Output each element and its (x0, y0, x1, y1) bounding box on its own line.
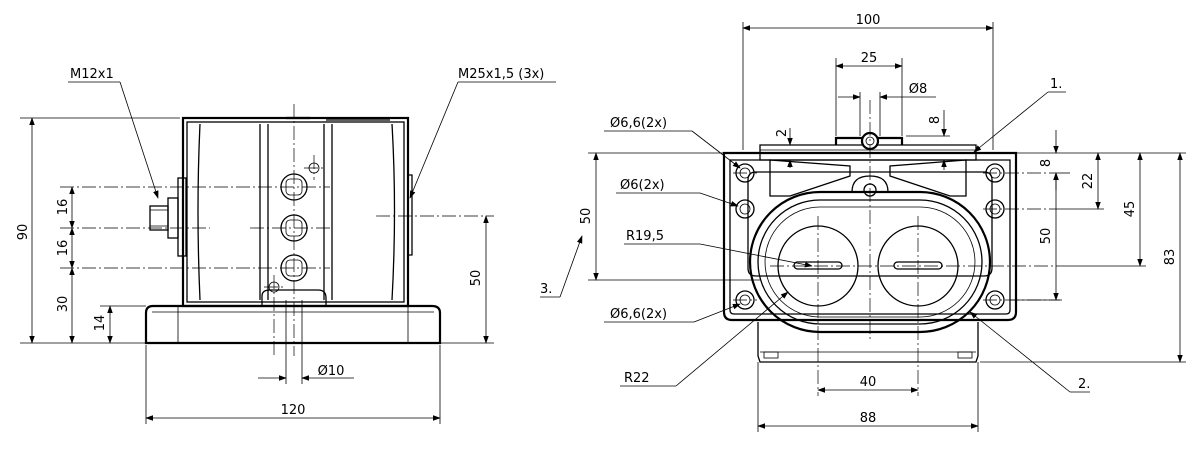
label-hole-6: Ø6(2x) (620, 178, 665, 193)
callout-2: 2. (1078, 377, 1090, 392)
dim-50-side: 50 (469, 270, 484, 287)
dim-14: 14 (93, 315, 108, 332)
dim-83: 83 (1163, 249, 1178, 266)
dim-8-top: 8 (928, 116, 943, 124)
dim-120: 120 (281, 403, 306, 418)
dim-50-front-right: 50 (1039, 228, 1054, 245)
dim-30: 30 (56, 296, 71, 313)
dim-90: 90 (16, 224, 31, 241)
dim-2: 2 (775, 129, 790, 137)
dim-16-lower: 16 (56, 240, 71, 257)
dim-phi10: Ø10 (318, 364, 345, 379)
side-view-dimensions: 90 16 16 30 14 50 Ø10 120 M12x1 M25x1,5 (16, 67, 556, 424)
dim-45: 45 (1123, 201, 1138, 218)
label-r195: R19,5 (626, 229, 664, 244)
dim-8-right: 8 (1039, 159, 1054, 167)
label-hole-66-bottom: Ø6,6(2x) (610, 307, 667, 322)
callout-1: 1. (1050, 77, 1062, 92)
dim-50-front-left: 50 (579, 208, 594, 225)
label-m25: M25x1,5 (3x) (458, 67, 544, 82)
dim-22: 22 (1081, 173, 1096, 190)
dim-88: 88 (860, 411, 877, 426)
callout-3: 3. (540, 282, 552, 297)
dim-25: 25 (861, 51, 878, 66)
dim-40: 40 (860, 375, 877, 390)
label-r22: R22 (624, 371, 650, 386)
dim-100: 100 (856, 13, 881, 28)
label-hole-66-top: Ø6,6(2x) (610, 116, 667, 131)
front-view (722, 100, 1060, 396)
dim-phi8: Ø8 (909, 82, 928, 97)
front-view-dimensions: 100 25 Ø8 8 2 1. Ø6,6(2x) Ø6(2x) (540, 13, 1186, 432)
side-view (60, 104, 494, 356)
label-m12x1: M12x1 (70, 67, 114, 82)
dim-16-upper: 16 (56, 199, 71, 216)
